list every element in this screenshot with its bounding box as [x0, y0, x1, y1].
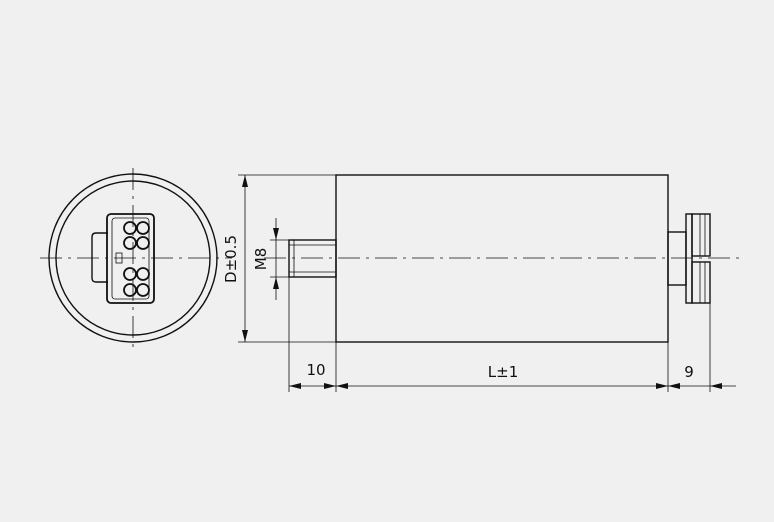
- terminal-housing-lower: [691, 261, 711, 304]
- arrow-head: [242, 175, 248, 187]
- contact-hole: [136, 221, 150, 235]
- dimension-stud-length: 10: [288, 277, 337, 392]
- capacitor-body: [335, 174, 669, 343]
- contact-hole: [136, 283, 150, 297]
- end-view: [40, 168, 232, 350]
- terminal-base: [667, 231, 687, 286]
- terminal-plate: [685, 213, 693, 304]
- arrow-head: [668, 383, 680, 389]
- dimension-terminal-length-label: 9: [684, 363, 694, 381]
- dimension-terminal-length: 9: [668, 303, 736, 392]
- contact-hole: [123, 267, 137, 281]
- arrow-head: [324, 383, 336, 389]
- contact-pair-lower: [123, 267, 150, 297]
- contact-hole: [123, 221, 137, 235]
- contact-hole: [123, 283, 137, 297]
- dimension-thread: M8: [252, 218, 289, 300]
- terminal-block-outline: [106, 213, 155, 304]
- dimension-body-length: L±1: [336, 342, 669, 392]
- arrow-head: [242, 330, 248, 342]
- arrow-head: [289, 383, 301, 389]
- terminal-block-side: [667, 213, 711, 304]
- terminal-notch: [115, 252, 123, 264]
- terminal-block-end-view: [91, 213, 155, 304]
- mounting-stud: [288, 239, 337, 278]
- dimension-diameter-label: D±0.5: [222, 235, 240, 283]
- contact-hole: [136, 267, 150, 281]
- contact-hole: [123, 236, 137, 250]
- contact-pair-upper: [123, 221, 150, 250]
- dimension-diameter: D±0.5: [222, 174, 336, 343]
- stud-outline: [288, 239, 337, 278]
- contact-hole: [136, 236, 150, 250]
- arrow-head: [273, 277, 279, 289]
- terminal-block-inner: [111, 217, 150, 300]
- side-view: [264, 174, 740, 343]
- arrow-head: [273, 228, 279, 240]
- terminal-housing-upper: [691, 213, 711, 257]
- dimension-body-length-label: L±1: [488, 363, 518, 381]
- arrow-head: [710, 383, 722, 389]
- terminal-latch: [91, 232, 108, 283]
- arrow-head: [336, 383, 348, 389]
- dimension-thread-label: M8: [252, 248, 270, 271]
- arrow-head: [656, 383, 668, 389]
- dimension-stud-length-label: 10: [306, 361, 325, 379]
